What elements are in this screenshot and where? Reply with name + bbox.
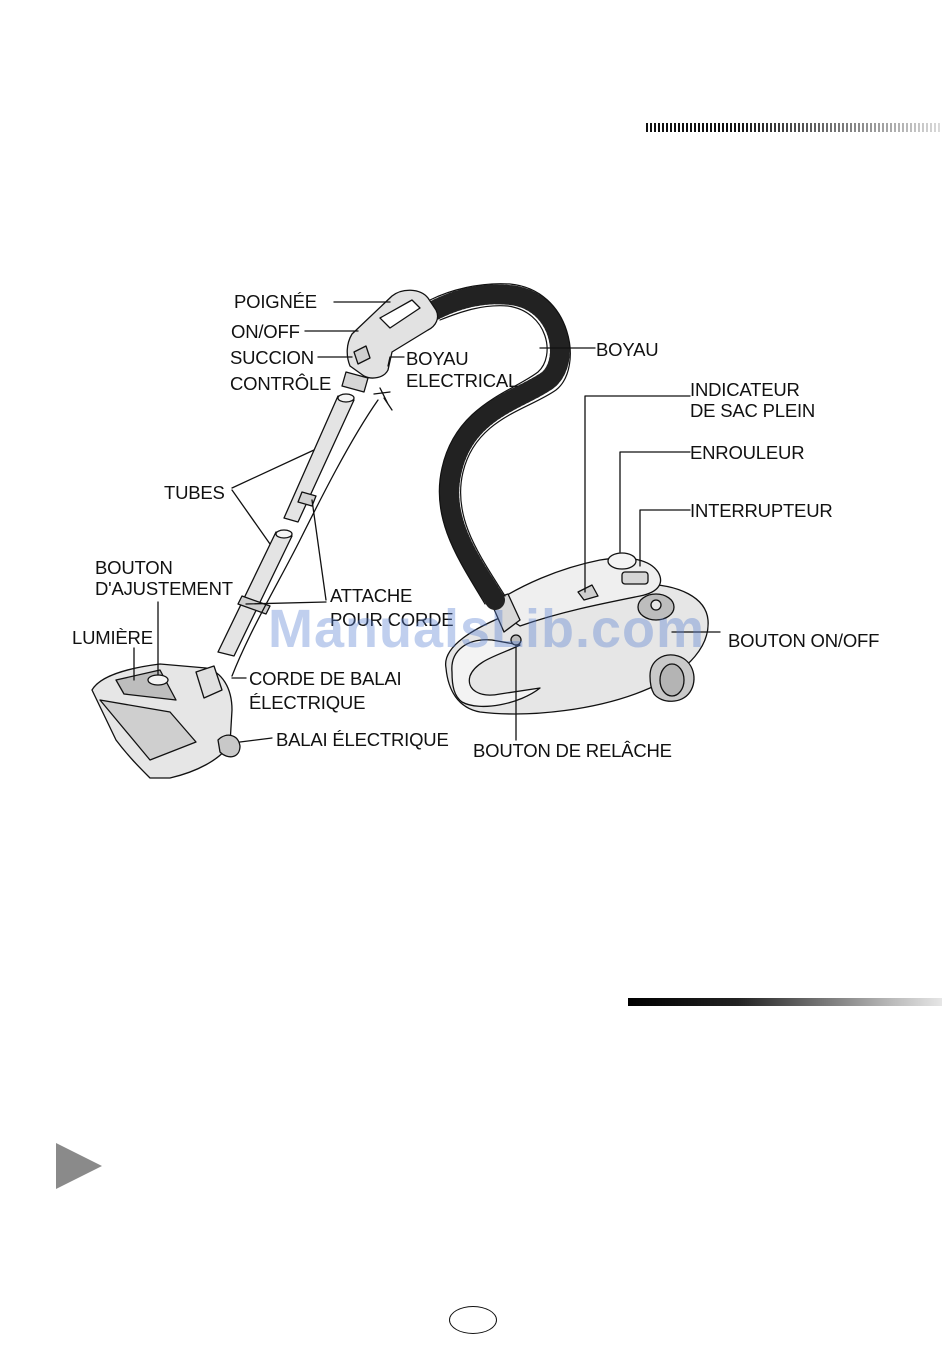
label-boyau: BOYAU (596, 339, 658, 360)
label-on-off: ON/OFF (231, 321, 300, 342)
label-boyau-electrical-1: BOYAU (406, 348, 468, 369)
label-controle: CONTRÔLE (230, 373, 331, 394)
label-poignee: POIGNÉE (234, 291, 317, 312)
label-tubes: TUBES (164, 482, 225, 503)
label-bouton-on-off: BOUTON ON/OFF (728, 630, 879, 651)
label-indicateur-2: DE SAC PLEIN (690, 400, 815, 421)
cord-reel-button (608, 553, 636, 569)
hose (435, 294, 560, 600)
label-bouton-ajustement-2: D'AJUSTEMENT (95, 578, 233, 599)
power-switch (622, 572, 648, 584)
gradient-section-bar (628, 998, 942, 1006)
label-boyau-electrical-2: ELECTRICAL (406, 370, 518, 391)
label-enrouleur: ENROULEUR (690, 442, 804, 463)
watermark-text: ManualsLib.com (268, 598, 705, 660)
play-triangle-icon (56, 1143, 102, 1189)
label-bouton-ajustement-1: BOUTON (95, 557, 173, 578)
label-lumiere: LUMIÈRE (72, 627, 153, 648)
label-succion: SUCCION (230, 347, 314, 368)
label-indicateur-1: INDICATEUR (690, 379, 800, 400)
label-corde-1: CORDE DE BALAI (249, 668, 401, 689)
page-number-oval (449, 1306, 497, 1334)
adjust-button (148, 675, 168, 685)
label-balai-electrique: BALAI ÉLECTRIQUE (276, 729, 449, 750)
label-interrupteur: INTERRUPTEUR (690, 500, 833, 521)
electrical-plug (374, 388, 392, 410)
label-bouton-relache: BOUTON DE RELÂCHE (473, 740, 672, 761)
head-wheel (218, 735, 240, 757)
label-corde-2: ÉLECTRIQUE (249, 692, 365, 713)
